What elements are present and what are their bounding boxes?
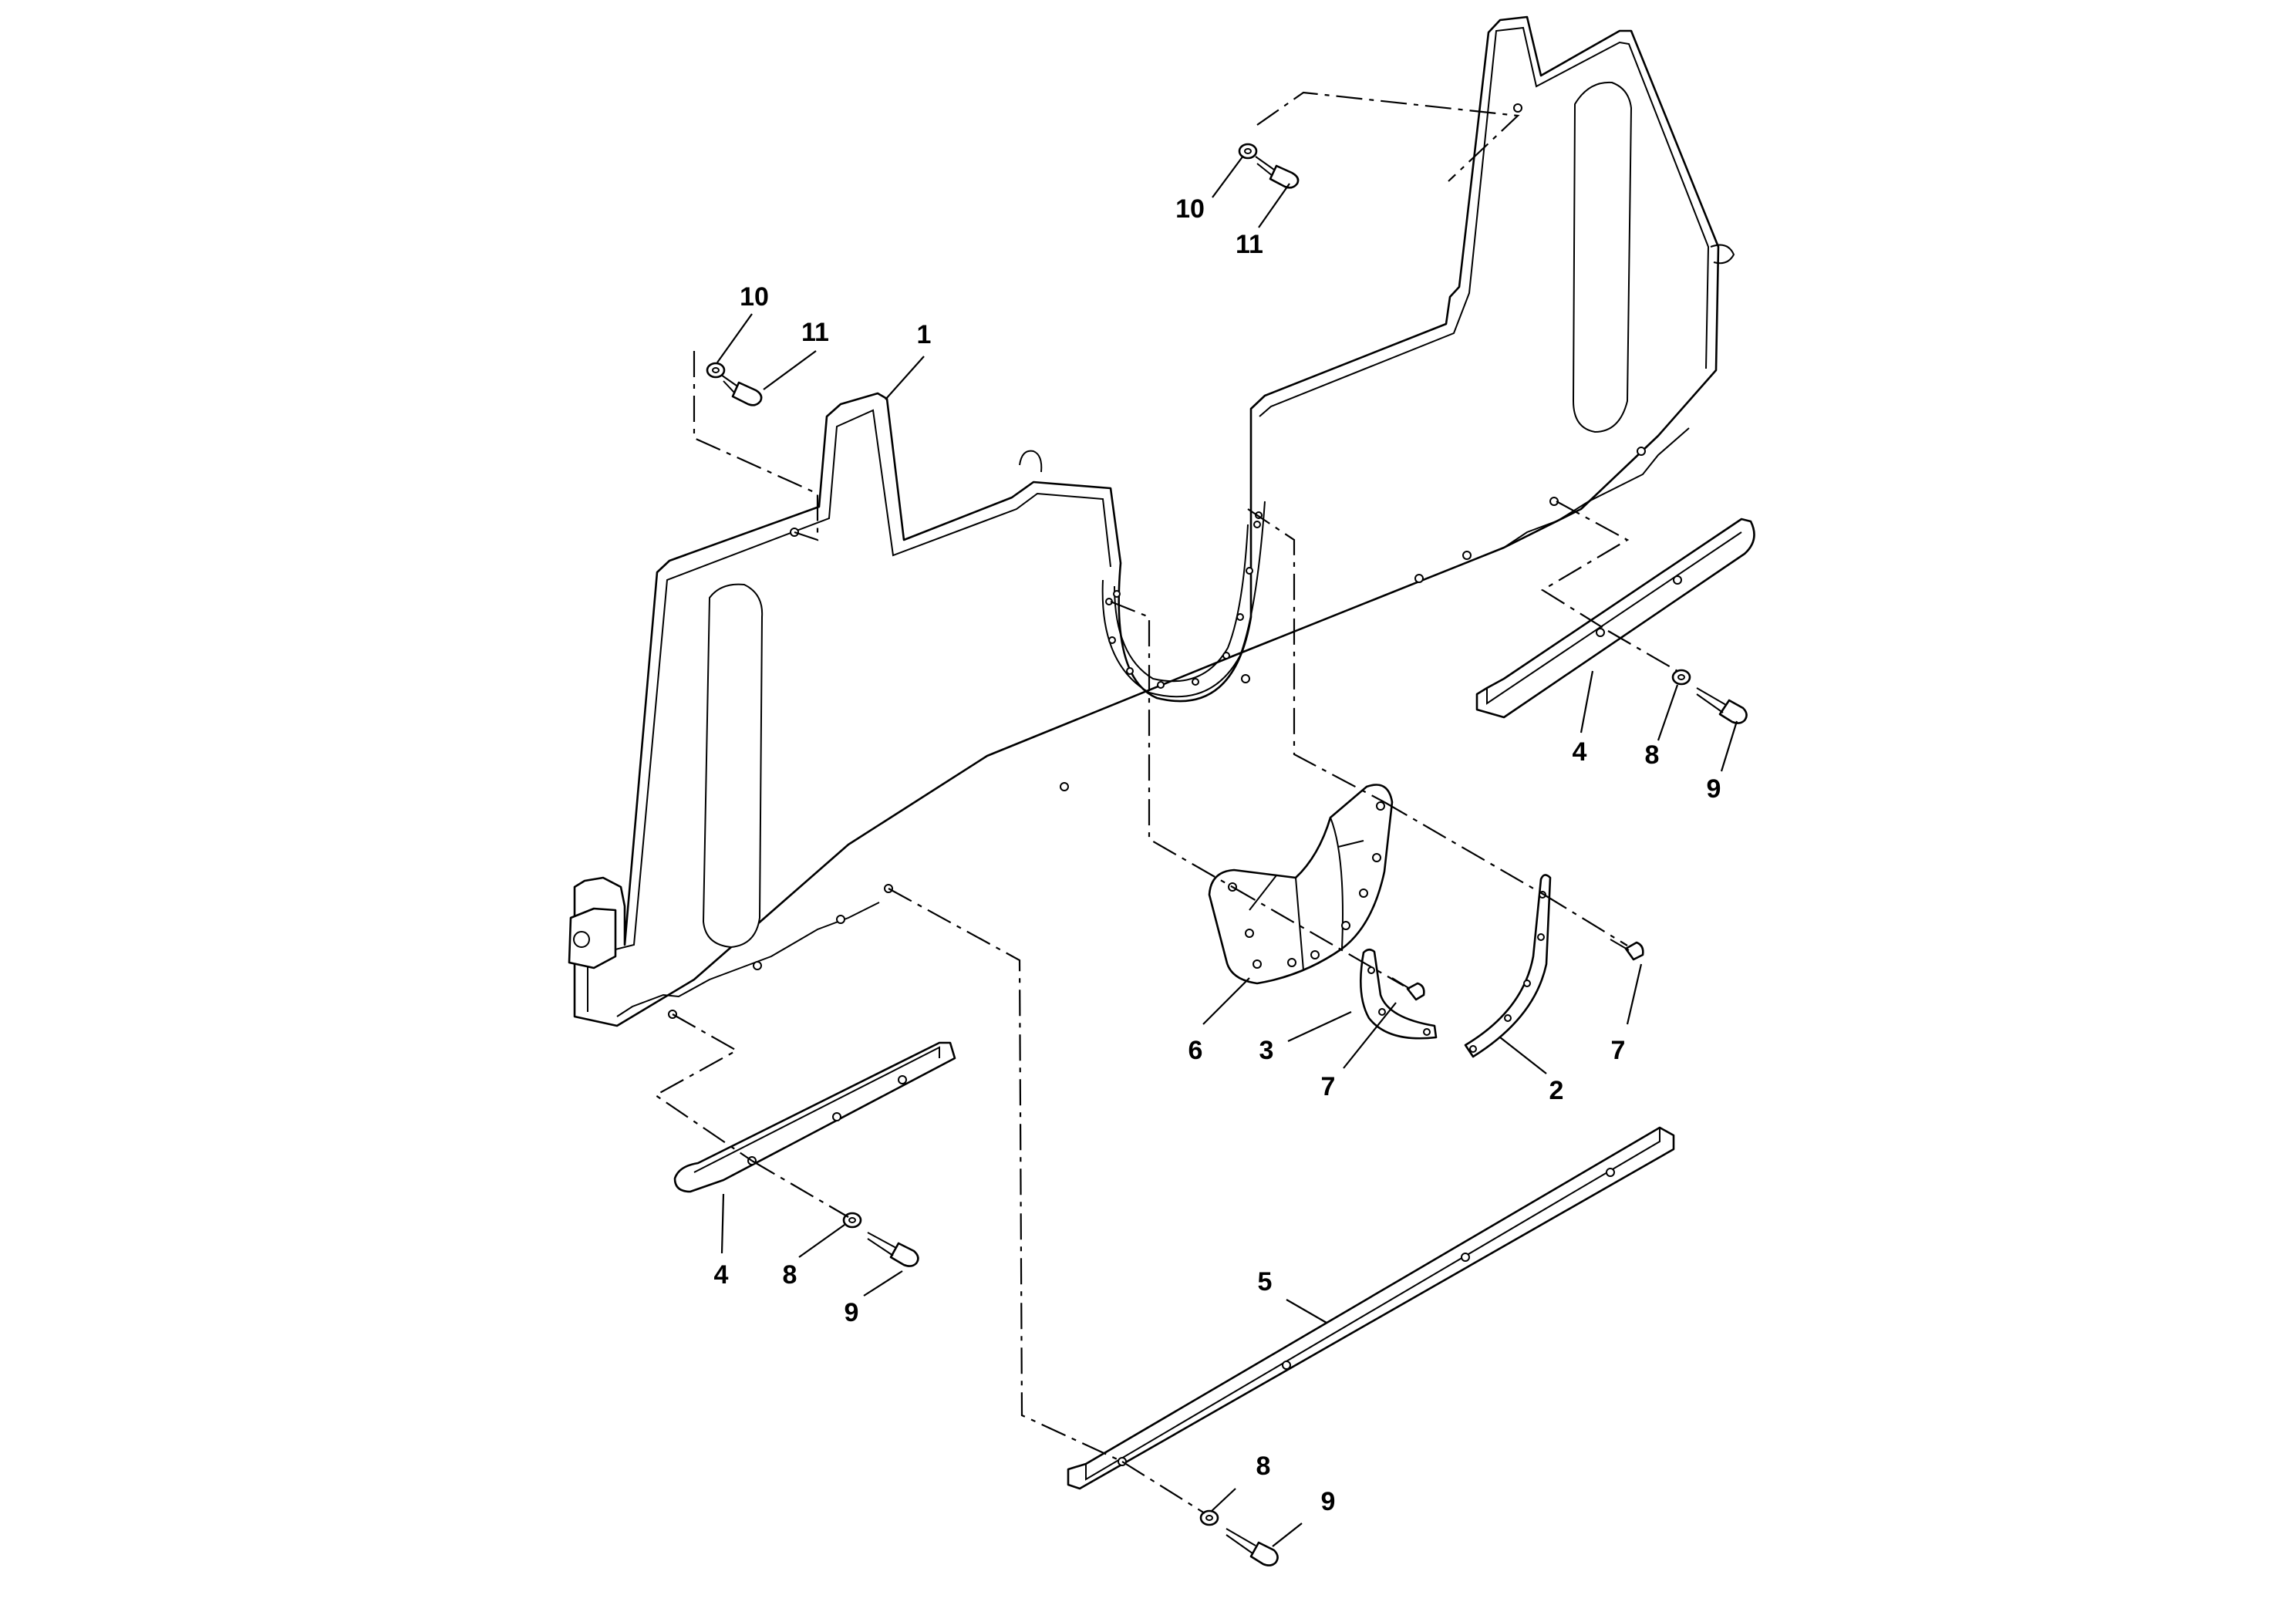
bolt-top-left <box>720 374 763 406</box>
bolt-right <box>1696 687 1748 724</box>
washer-top-right <box>1238 143 1258 160</box>
bolt-top-right <box>1255 156 1300 189</box>
long-rail <box>1067 1126 1675 1490</box>
callout-11-right: 11 <box>1236 230 1263 259</box>
callout-9-right: 9 <box>1707 774 1721 804</box>
curved-bracket <box>1208 784 1394 985</box>
curved-strip <box>1464 874 1552 1058</box>
callout-9-bottom: 9 <box>1321 1487 1336 1516</box>
leader-lines <box>716 155 1738 1547</box>
callout-8-bottom: 8 <box>1256 1452 1271 1481</box>
callout-1: 1 <box>917 320 932 349</box>
washer-top-left <box>706 362 726 379</box>
callout-11-left: 11 <box>801 318 829 347</box>
small-strap <box>1360 948 1438 1040</box>
callout-10-left: 10 <box>740 282 769 312</box>
callout-8-left: 8 <box>783 1260 797 1290</box>
callout-10-right: 10 <box>1175 194 1205 224</box>
assembly-lines <box>653 91 1678 1514</box>
callout-4-left: 4 <box>714 1260 729 1290</box>
callout-2: 2 <box>1549 1076 1564 1105</box>
callout-8-right: 8 <box>1645 740 1660 770</box>
screw-strip <box>1610 939 1644 961</box>
bolt-bottom <box>1226 1528 1279 1566</box>
guide-rail-right <box>1475 518 1755 719</box>
callout-3: 3 <box>1259 1036 1274 1065</box>
callout-labels: 1 10 11 10 11 4 8 9 6 3 7 2 7 4 8 9 5 8 … <box>714 194 1721 1516</box>
callout-9-left: 9 <box>845 1298 859 1327</box>
main-side-panel <box>568 15 1735 1027</box>
cutout-bolt-holes <box>1105 511 1263 689</box>
callout-5: 5 <box>1258 1267 1273 1297</box>
callout-4-right: 4 <box>1573 737 1587 767</box>
callout-7-right: 7 <box>1611 1036 1626 1065</box>
callout-6: 6 <box>1188 1036 1203 1065</box>
washer-right <box>1671 669 1691 686</box>
guide-rail-left <box>673 1041 956 1193</box>
washer-bottom <box>1199 1509 1219 1526</box>
bolt-left <box>867 1232 919 1267</box>
callout-7-left: 7 <box>1321 1072 1336 1101</box>
